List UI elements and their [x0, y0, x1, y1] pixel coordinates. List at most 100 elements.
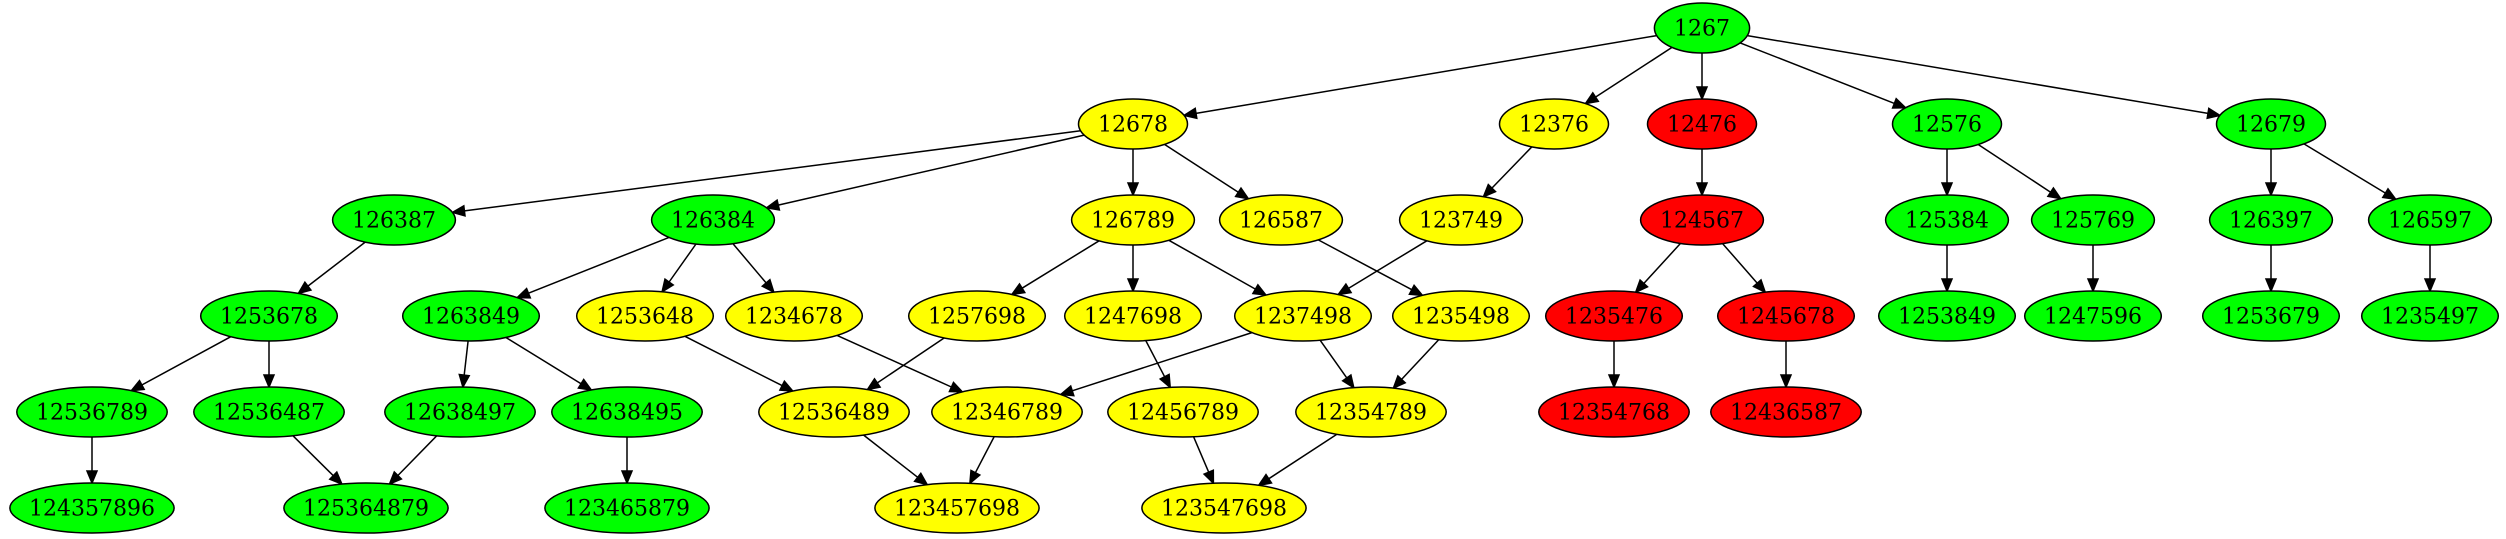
- arrowhead-icon: [1752, 278, 1767, 294]
- edge-1267-to-12376: [1583, 46, 1673, 105]
- arrowhead-icon: [1940, 278, 1954, 293]
- edge-1263849-to-12638495: [505, 336, 593, 392]
- node-12638497: 12638497: [384, 386, 536, 438]
- node-1235498: 1235498: [1391, 290, 1531, 342]
- arrowhead-icon: [328, 470, 344, 486]
- node-label: 12679: [2236, 113, 2306, 138]
- arrowhead-icon: [388, 470, 403, 486]
- edge-line: [732, 243, 767, 284]
- edge-1245678-to-12436587: [1779, 341, 1793, 389]
- node-ellipse: [401, 290, 541, 342]
- node-label: 12638495: [571, 401, 683, 426]
- edge-126397-to-1253679: [2264, 245, 2278, 293]
- node-label: 1237498: [1254, 305, 1352, 330]
- edge-12346789-to-123457698: [968, 436, 995, 486]
- node-12346789: 12346789: [931, 386, 1083, 438]
- edge-1235498-to-12354789: [1392, 339, 1440, 390]
- node-12536489: 12536489: [758, 386, 910, 438]
- node-12354789: 12354789: [1295, 386, 1447, 438]
- node-1257698: 1257698: [907, 290, 1047, 342]
- node-label: 123457698: [894, 497, 1020, 522]
- arrowhead-icon: [968, 469, 982, 486]
- node-label: 12576: [1912, 113, 1982, 138]
- node-123547698: 123547698: [1141, 482, 1307, 534]
- node-126397: 126397: [2208, 194, 2334, 246]
- node-126597: 126597: [2367, 194, 2493, 246]
- edge-1234678-to-12346789: [836, 334, 965, 393]
- node-label: 126587: [1239, 209, 1323, 234]
- arrowhead-icon: [778, 379, 795, 392]
- edge-line: [668, 243, 697, 283]
- node-label: 1253648: [596, 305, 694, 330]
- edge-1267-to-12678: [1182, 34, 1657, 120]
- arrowhead-icon: [450, 204, 466, 217]
- arrowhead-icon: [2206, 107, 2222, 120]
- node-label: 1235497: [2381, 305, 2479, 330]
- arrowhead-icon: [1408, 283, 1425, 297]
- edge-line: [778, 134, 1085, 206]
- node-ellipse: [1063, 290, 1203, 342]
- arrowhead-icon: [620, 470, 634, 485]
- edge-line: [1168, 239, 1256, 290]
- edge-1247698-to-12456789: [1145, 340, 1172, 390]
- node-ellipse: [2030, 194, 2156, 246]
- node-label: 1234678: [745, 305, 843, 330]
- arrowhead-icon: [1158, 373, 1172, 390]
- edge-1253678-to-12536487: [262, 341, 276, 389]
- node-label: 1247698: [1084, 305, 1182, 330]
- node-1253648: 1253648: [575, 290, 715, 342]
- arrowhead-icon: [1126, 182, 1140, 197]
- node-label: 124357896: [29, 497, 155, 522]
- node-label: 12536789: [36, 401, 148, 426]
- node-ellipse: [2215, 98, 2327, 150]
- node-ellipse: [1070, 194, 1196, 246]
- node-ellipse: [758, 386, 910, 438]
- node-label: 12456789: [1127, 401, 1239, 426]
- arrowhead-icon: [948, 381, 965, 393]
- node-ellipse: [1646, 98, 1758, 150]
- edge-12678-to-126789: [1126, 149, 1140, 197]
- edge-line: [528, 236, 670, 294]
- edge-1237498-to-12354789: [1319, 339, 1355, 390]
- edge-line: [684, 335, 783, 387]
- edge-line: [1747, 34, 2209, 115]
- arrowhead-icon: [1341, 373, 1355, 390]
- node-ellipse: [2023, 290, 2163, 342]
- node-12678: 12678: [1077, 98, 1189, 150]
- edge-1263849-to-12638497: [458, 340, 471, 389]
- node-ellipse: [1710, 386, 1862, 438]
- arrowhead-icon: [2264, 182, 2278, 197]
- node-123465879: 123465879: [544, 482, 710, 534]
- arrowhead-icon: [85, 470, 99, 485]
- arrowhead-icon: [1695, 86, 1709, 101]
- edge-124567-to-1235476: [1634, 242, 1682, 294]
- edge-126789-to-1247698: [1126, 245, 1140, 293]
- edge-123749-to-1237498: [1336, 240, 1428, 296]
- node-label: 126597: [2388, 209, 2472, 234]
- node-12436587: 12436587: [1710, 386, 1862, 438]
- arrowhead-icon: [577, 378, 593, 392]
- node-ellipse: [551, 386, 703, 438]
- node-12536487: 12536487: [193, 386, 345, 438]
- edge-line: [1722, 243, 1758, 284]
- node-label: 126387: [352, 209, 436, 234]
- node-label: 1267: [1674, 17, 1730, 42]
- node-ellipse: [1398, 194, 1524, 246]
- edge-12476-to-124567: [1695, 149, 1709, 197]
- edge-12354789-to-123547698: [1257, 433, 1338, 487]
- edge-line: [974, 436, 995, 474]
- arrowhead-icon: [1695, 182, 1709, 197]
- arrowhead-icon: [1058, 384, 1075, 397]
- arrowhead-icon: [1234, 186, 1251, 200]
- edge-12678-to-126387: [450, 130, 1081, 217]
- node-ellipse: [1877, 290, 2017, 342]
- arrowhead-icon: [1126, 278, 1140, 293]
- node-ellipse: [931, 386, 1083, 438]
- node-ellipse: [2208, 194, 2334, 246]
- edge-12376-to-123749: [1482, 146, 1533, 199]
- node-label: 123749: [1419, 209, 1503, 234]
- node-126384: 126384: [650, 194, 776, 246]
- node-ellipse: [1077, 98, 1189, 150]
